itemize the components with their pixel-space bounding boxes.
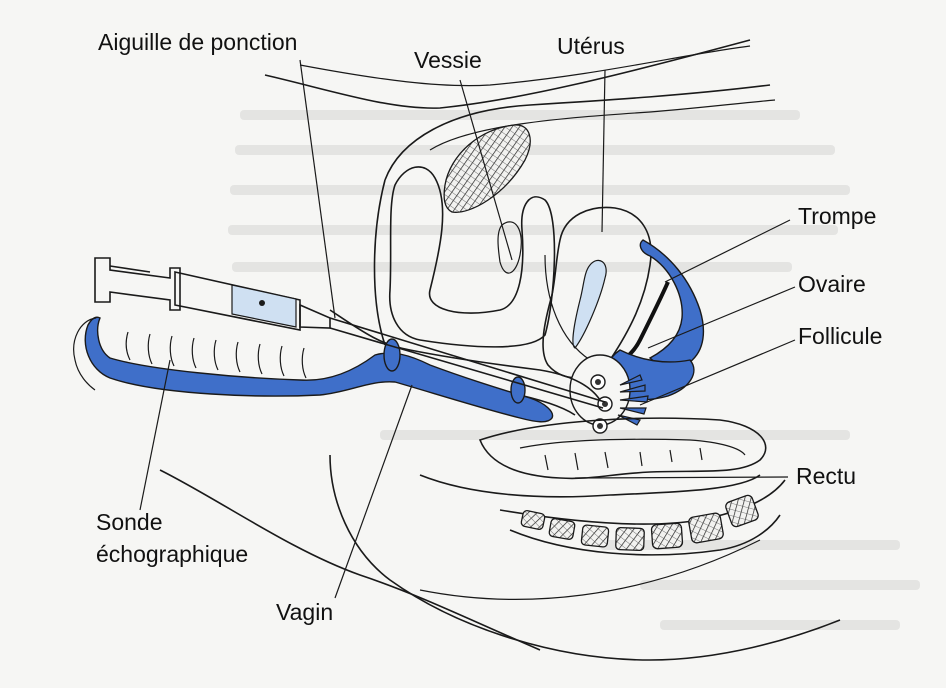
ultrasound-probe: [74, 317, 553, 422]
label-tube: Trompe: [798, 203, 876, 229]
rectum: [420, 418, 766, 497]
label-bladder: Vessie: [414, 47, 482, 73]
sacrum: [500, 480, 785, 555]
label-rectum: Rectu: [796, 463, 856, 489]
label-ovary: Ovaire: [798, 271, 866, 297]
label-uterus: Utérus: [557, 33, 625, 59]
label-probe-line1: Sonde: [96, 509, 163, 535]
label-vagina: Vagin: [276, 599, 333, 625]
label-follicle: Follicule: [798, 323, 882, 349]
background-texture: [228, 110, 920, 630]
label-needle: Aiguille de ponction: [98, 29, 297, 55]
label-probe-line2: échographique: [96, 541, 248, 567]
